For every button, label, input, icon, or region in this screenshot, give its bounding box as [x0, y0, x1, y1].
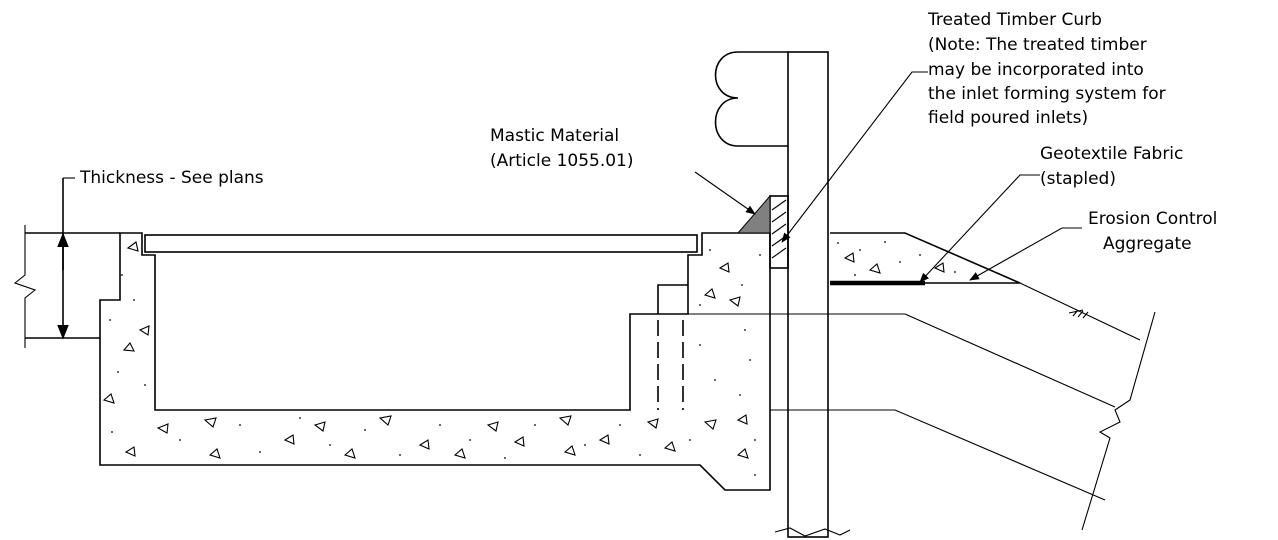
curb-note-line-3: the inlet forming system for — [928, 84, 1166, 104]
grate — [144, 234, 698, 253]
thickness-dimension — [57, 177, 75, 340]
concrete-inlet-body — [99, 232, 771, 491]
erosion-label-line-2: Aggregate — [1103, 234, 1192, 254]
geotextile-label-line-1: Geotextile Fabric — [1040, 144, 1183, 164]
curb-note-line-1: (Note: The treated timber — [928, 35, 1147, 55]
mastic-wedge — [736, 194, 771, 234]
concrete-hatch — [102, 241, 945, 459]
concrete-stipple — [109, 241, 976, 476]
mastic-label-line-2: (Article 1055.01) — [490, 151, 634, 171]
curb-title-label: Treated Timber Curb — [927, 10, 1102, 30]
treated-timber-curb — [769, 195, 789, 269]
erosion-label-line-1: Erosion Control — [1088, 209, 1217, 229]
embankment-break-line — [1068, 309, 1156, 531]
guardrail-post — [774, 51, 851, 538]
thickness-label: Thickness - See plans — [79, 168, 264, 188]
pipe-stub — [657, 284, 688, 410]
mastic-label-line-1: Mastic Material — [490, 126, 619, 146]
erosion-aggregate — [830, 232, 1021, 286]
pavement-slab — [13, 225, 120, 348]
curb-note-line-2: may be incorporated into — [928, 60, 1144, 80]
leader-lines — [694, 71, 1082, 283]
w-beam-rail — [714, 51, 788, 147]
curb-note-line-4: field poured inlets) — [928, 108, 1088, 128]
backfill-slopes — [630, 282, 1141, 501]
geotextile-label-line-2: (stapled) — [1040, 169, 1116, 189]
